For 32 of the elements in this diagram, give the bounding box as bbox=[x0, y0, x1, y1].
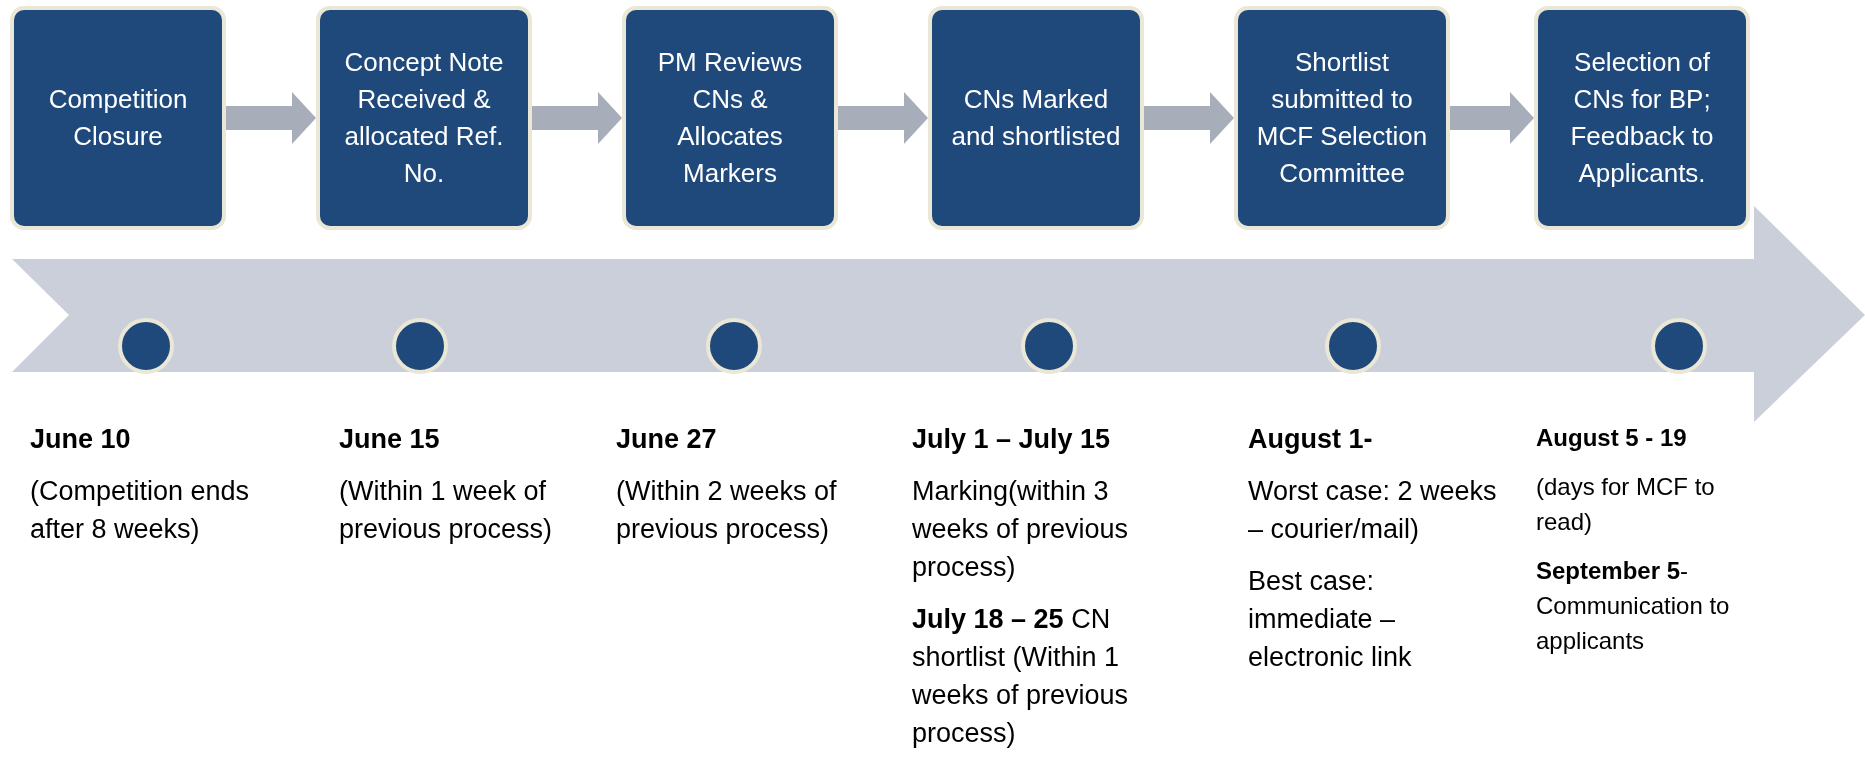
box-label: Selection of CNs for BP; Feedback to Applicants. bbox=[1569, 46, 1715, 190]
note-text: (Within 1 week of previous process) bbox=[339, 475, 554, 546]
date-label: August 5 - 19 bbox=[1536, 423, 1688, 453]
process-box bbox=[622, 6, 838, 230]
box-label: Competition Closure bbox=[47, 83, 189, 153]
date-label: June 10 bbox=[30, 423, 132, 456]
arrow bbox=[532, 92, 622, 144]
note-text: July 18 – 25 CN shortlist (Within 1 weeks of previous process) bbox=[912, 603, 1130, 750]
process-box bbox=[1234, 6, 1450, 230]
process-box bbox=[1534, 6, 1750, 230]
note-text: (days for MCF to read) bbox=[1536, 472, 1716, 537]
arrow bbox=[226, 92, 316, 144]
process-box bbox=[316, 6, 532, 230]
note-text: Worst case: 2 weeks – courier/mail) bbox=[1248, 475, 1498, 546]
date-label: July 1 – July 15 bbox=[912, 423, 1112, 456]
arrow bbox=[1450, 92, 1534, 144]
note-text: September 5- Communication to applicants bbox=[1536, 556, 1731, 656]
date-label: June 15 bbox=[339, 423, 441, 456]
box-label: Shortlist submitted to MCF Selection Committee bbox=[1255, 46, 1429, 190]
process-box bbox=[928, 6, 1144, 230]
arrow bbox=[838, 92, 928, 144]
date-label: June 27 bbox=[616, 423, 718, 456]
note-text: Marking(within 3 weeks of previous process) bbox=[912, 475, 1130, 584]
process-box bbox=[10, 6, 226, 230]
note-text: (Within 2 weeks of previous process) bbox=[616, 475, 838, 546]
date-label: August 1- bbox=[1248, 423, 1374, 456]
note-text: (Competition ends after 8 weeks) bbox=[30, 475, 251, 546]
arrow bbox=[1144, 92, 1234, 144]
box-label: PM Reviews CNs & Allocates Markers bbox=[656, 46, 804, 190]
box-label: Concept Note Received & allocated Ref. No. bbox=[343, 46, 505, 190]
box-label: CNs Marked and shortlisted bbox=[950, 83, 1122, 153]
note-text: Best case: immediate – electronic link bbox=[1248, 565, 1413, 674]
